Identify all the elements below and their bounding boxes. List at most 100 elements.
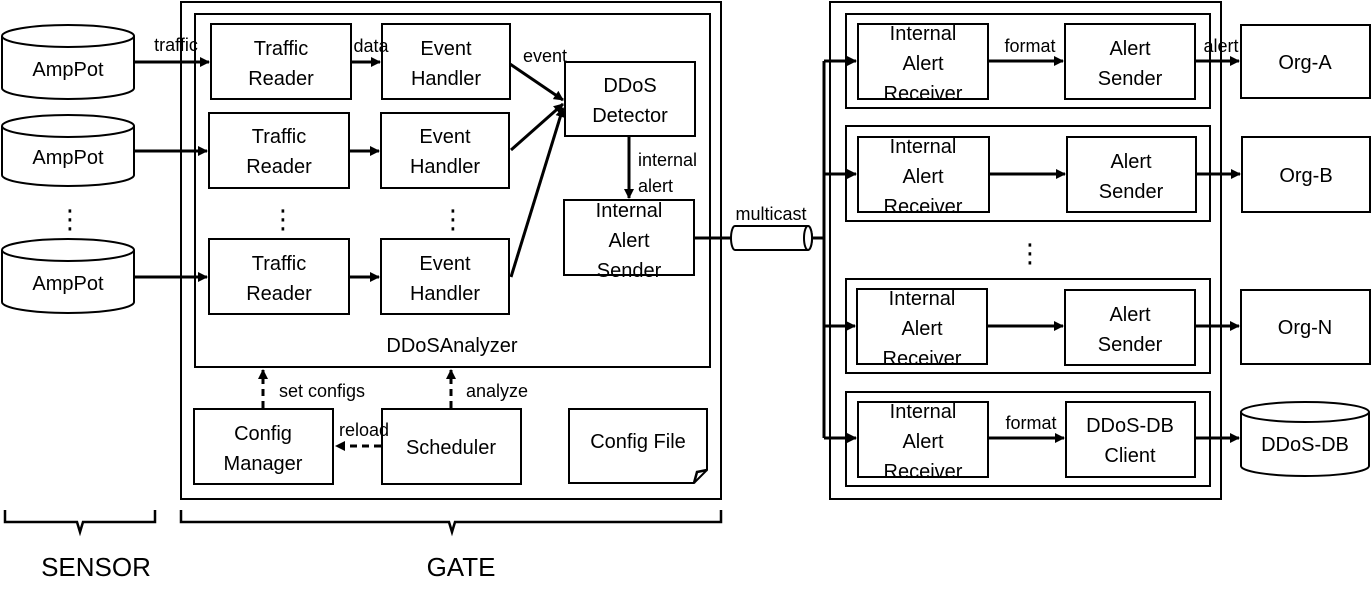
traffic-reader-label: Reader bbox=[246, 156, 312, 178]
traffic-reader-label: Traffic bbox=[252, 253, 306, 275]
org-b: Org-B bbox=[1241, 136, 1371, 213]
internal-alert-receiver-label: Internal bbox=[890, 136, 957, 158]
config-file: Config File bbox=[568, 408, 708, 484]
internal-alert-receiver-label: Internal bbox=[890, 401, 957, 423]
svg-text:DDoS-DB: DDoS-DB bbox=[1261, 434, 1349, 456]
event-handler-label: Handler bbox=[411, 68, 481, 90]
event-handler-label: Handler bbox=[410, 283, 480, 305]
alert-sender-label: Sender bbox=[1099, 181, 1164, 203]
org-n: Org-N bbox=[1240, 289, 1371, 365]
amppot-label: AmpPot bbox=[32, 147, 104, 169]
internal-alert-sender-label: Internal bbox=[596, 200, 663, 222]
ddos-analyzer-label: DDoSAnalyzer bbox=[386, 335, 518, 357]
org-label: Org-A bbox=[1278, 52, 1332, 74]
svg-text:AmpPot: AmpPot bbox=[32, 273, 104, 295]
alert-sender-label: Alert bbox=[1109, 38, 1151, 60]
ddos-detector-label: Detector bbox=[592, 105, 668, 127]
internal-alert-receiver-label: Receiver bbox=[884, 83, 963, 105]
amppot-cylinder-1: AmpPot bbox=[1, 24, 135, 100]
traffic-reader-label: Traffic bbox=[254, 38, 308, 60]
svg-text:Org-B: Org-B bbox=[1279, 165, 1332, 187]
alert-sender-label: Sender bbox=[1098, 68, 1163, 90]
reload-edge-label: reload bbox=[339, 420, 389, 440]
event-handler-label: Event bbox=[420, 38, 472, 60]
svg-text:AmpPot: AmpPot bbox=[32, 147, 104, 169]
ddos-db-label: DDoS-DB bbox=[1261, 434, 1349, 456]
internal-alert-receiver-label: Alert bbox=[902, 431, 944, 453]
config-file-label: Config File bbox=[590, 431, 686, 453]
set-configs-edge-label: set configs bbox=[279, 381, 365, 401]
ddos-db-cylinder: DDoS-DB bbox=[1240, 401, 1370, 477]
multicast-edge-label: multicast bbox=[735, 204, 806, 224]
amppot-cylinder-2: AmpPot bbox=[1, 114, 135, 187]
config-manager-label: Config bbox=[234, 423, 292, 445]
event-handler-label: Event bbox=[419, 253, 471, 275]
traffic-reader-label: Reader bbox=[246, 283, 312, 305]
ddos-db-client-label: Client bbox=[1104, 445, 1156, 467]
analyze-edge-label: analyze bbox=[466, 381, 528, 401]
sensor-ellipsis: ⋮ bbox=[57, 204, 83, 234]
receiver-ellipsis: ⋮ bbox=[1017, 238, 1043, 268]
alert-sender-label: Alert bbox=[1109, 304, 1151, 326]
amppot-label: AmpPot bbox=[32, 59, 104, 81]
traffic-edge-label: traffic bbox=[154, 35, 198, 55]
alert-sender-label: Sender bbox=[1098, 334, 1163, 356]
alert-sender-label: Alert bbox=[1110, 151, 1152, 173]
svg-text:Org-A: Org-A bbox=[1278, 52, 1332, 74]
scheduler-label: Scheduler bbox=[406, 437, 496, 459]
scheduler: Scheduler bbox=[381, 408, 522, 485]
internal-alert-receiver-label: Internal bbox=[890, 23, 957, 45]
config-manager-label: Manager bbox=[224, 453, 303, 475]
svg-text:Config File: Config File bbox=[590, 431, 686, 453]
internal-alert-sender-label: Alert bbox=[608, 230, 650, 252]
internal-alert-receiver-label: Alert bbox=[901, 318, 943, 340]
traffic-reader-label: Traffic bbox=[252, 126, 306, 148]
data-edge-label: data bbox=[353, 36, 389, 56]
event-handler-label: Event bbox=[419, 126, 471, 148]
ddos-db-client-label: DDoS-DB bbox=[1086, 415, 1174, 437]
svg-text:Scheduler: Scheduler bbox=[406, 437, 496, 459]
internal-alert-receiver-label: Receiver bbox=[883, 348, 962, 370]
svg-text:AmpPot: AmpPot bbox=[32, 59, 104, 81]
org-label: Org-N bbox=[1278, 317, 1332, 339]
edge-handler2-to-detector bbox=[510, 102, 564, 152]
event-edge-label: event bbox=[523, 46, 567, 66]
org-label: Org-B bbox=[1279, 165, 1332, 187]
event-handler-label: Handler bbox=[410, 156, 480, 178]
amppot-cylinder-3: AmpPot bbox=[1, 238, 135, 314]
format-edge-label: format bbox=[1004, 36, 1055, 56]
sensor-brace bbox=[3, 510, 157, 537]
gate-brace bbox=[179, 510, 723, 537]
internal-alert-sender-label: Sender bbox=[597, 260, 662, 282]
multicast-pipe bbox=[730, 225, 813, 251]
org-a: Org-A bbox=[1240, 24, 1371, 99]
internal-alert-receiver-label: Alert bbox=[902, 53, 944, 75]
